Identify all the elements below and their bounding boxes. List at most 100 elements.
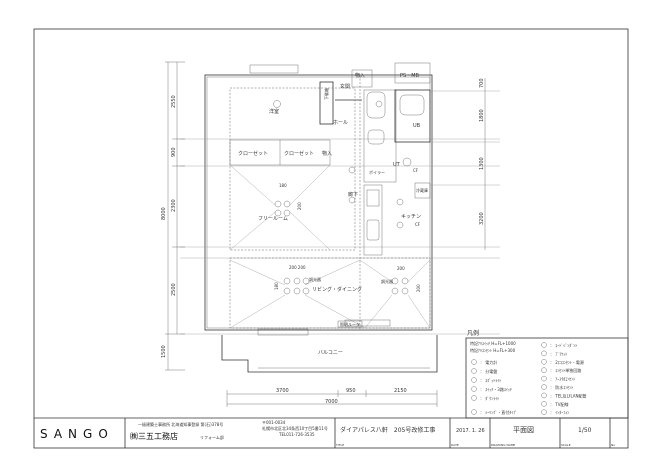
legend-item-label: ： TEL及びLAN配管 [550, 392, 587, 398]
legend-item-label: ： ｱｰｽ付ｺﾝｾﾝﾄ [550, 376, 575, 382]
legend-item-label: ： ｼｰﾘﾝｸﾞ・直付ﾀｲﾌﾟ [480, 409, 517, 415]
legend-item-label: ： ｽﾎﾟｯﾄﾗｲﾄ [480, 377, 501, 383]
bracket-icon [541, 350, 547, 357]
dim-left-total-label: 8000 [161, 207, 167, 220]
intercom-icon [541, 409, 547, 415]
sheet-frame [33, 28, 629, 449]
caption: TITLE [335, 443, 344, 447]
label-fridge: 冷蔵庫 [416, 187, 428, 193]
room-label-ps-mb: PS・MB [400, 73, 420, 79]
room-label-storage: 物入 [322, 150, 332, 157]
downlight-icons [273, 100, 412, 295]
room-label-closet: クローゼット [284, 150, 314, 157]
caption: No [611, 443, 615, 447]
legend-item-label: ： 防水ｺﾝｾﾝﾄ [550, 384, 573, 390]
outlet-dedicated-icon [541, 367, 547, 373]
drawing-scale: 1/50 [578, 427, 592, 434]
room-label-storage: 物入 [355, 72, 365, 79]
room-label-utility: UT [393, 162, 401, 168]
legend-item-label: ： TV配線 [550, 401, 568, 407]
dim-label: 200 [416, 284, 421, 292]
legend-item-label: ： ｺﾝｾﾝﾄ単独回路 [550, 367, 581, 373]
room-label-living-dining: リビング・ダイニング [312, 286, 362, 293]
room-label-hall: ホール [333, 120, 348, 126]
dim-label: 200 [397, 266, 405, 271]
dim-label: 180 [274, 282, 279, 290]
dim-label: 3700 [276, 388, 289, 394]
legend-item-label: ： ﾌﾞﾗｹｯﾄ [550, 351, 567, 356]
panel-icon [471, 368, 477, 374]
pendant-icon [541, 342, 547, 348]
dim-label: 180 [279, 183, 287, 188]
switch-icon [471, 386, 477, 392]
exterior-wall [204, 74, 433, 331]
dim-label: 200 [297, 202, 302, 210]
caption: DRAWING NAME [491, 443, 515, 447]
dim-label: 2300 [171, 199, 177, 212]
drawing-name: 平面図 [513, 426, 534, 434]
drawing-date: 2017. 1. 26 [456, 428, 485, 434]
dim-label: 950 [346, 388, 356, 394]
legend-title: 凡例 [467, 329, 479, 337]
dim-label: 2550 [171, 95, 177, 108]
toilet [367, 129, 385, 145]
room-label-corridor: 廊下 [348, 191, 358, 198]
department-name: リフォーム部 [200, 434, 224, 440]
dim-label: 1500 [161, 345, 167, 358]
caption: SCALE [561, 443, 571, 447]
dim-label: 2500 [171, 283, 177, 296]
ceiling-light-icon [471, 409, 477, 415]
room-label-kitchen: キッチン [401, 214, 421, 220]
label-shoe-box: 下駄箱 [323, 88, 329, 100]
outlet-waterproof-icon [541, 384, 547, 390]
company-name: ㈱三五工務店 [130, 431, 178, 441]
living-area [229, 257, 431, 329]
room-label-closet: クローゼット [238, 150, 268, 157]
shoe-box [319, 81, 334, 125]
fridge-space [414, 182, 431, 199]
phone: TEL011-726-3535 [278, 432, 315, 437]
window [344, 319, 391, 327]
meter-icon [471, 359, 477, 365]
unit-bath [394, 89, 431, 143]
stove [366, 189, 380, 207]
legend-item-label: ： ｽｲｯﾁ・3路ｽｲｯﾁ [480, 386, 512, 392]
legend-item-label: ： 電力計 [480, 359, 497, 365]
legend-item-label: ： 2口ｺﾝｾﾝﾄ・電源 [550, 359, 584, 365]
legend-item-label: ： ﾀﾞｳﾝﾗｲﾄ [480, 395, 499, 401]
room-label-balcony: バルコニー [318, 350, 343, 356]
dim-label: 2150 [394, 388, 407, 394]
legend-item-label: ： 分電盤 [480, 368, 497, 374]
dim-label: 200 200 [289, 265, 306, 270]
caption: DATE [451, 443, 459, 447]
license-text: 一級建築士事務所 北海道知事登録 第(石)378号 [138, 421, 223, 427]
dim-label: 1300 [479, 157, 485, 170]
legend-item-label: 特記ﾅｷｽｲｯﾁ H=FL+1000 [470, 340, 516, 346]
outlet-icon [541, 359, 547, 365]
label-light-router: 照明ルータ [340, 321, 360, 327]
tel-lan-icon [541, 392, 547, 399]
sink [366, 219, 380, 241]
balcony-outline [221, 335, 438, 373]
label-boiler: ボイラー [369, 169, 385, 175]
dim-label: 900 [171, 147, 177, 157]
legend-item-label: ： ｺｰﾄﾞﾍﾟﾝﾀﾞﾝﾄ [550, 342, 577, 348]
address: 札幌市北区北34条西10丁目5番11号 [262, 425, 328, 431]
spotlight-icon [471, 377, 477, 383]
company-logo: SANGO [40, 427, 114, 441]
washbasin [366, 91, 386, 119]
label-dimmer: 調光器 [381, 278, 393, 284]
room-label-unit-bath: UB [413, 123, 421, 129]
label-dimmer: 調光器 [309, 276, 321, 282]
legend-item-label: ： ｲﾝﾀｰﾌｫﾝ [550, 409, 569, 415]
room-label-free-room: フリールーム [258, 216, 288, 222]
dim-label: 700 [479, 78, 485, 88]
label-cf: CF [413, 168, 419, 173]
project-name: ダイアパレス八軒 205号改修工事 [340, 426, 435, 434]
postal-code: 〒001-0034 [262, 420, 286, 425]
dim-label: 3200 [479, 212, 485, 225]
title-block: SANGO 一級建築士事務所 北海道知事登録 第(石)378号 ㈱三五工務店 リ… [34, 417, 628, 448]
room-label-entrance: 玄関 [340, 83, 350, 90]
